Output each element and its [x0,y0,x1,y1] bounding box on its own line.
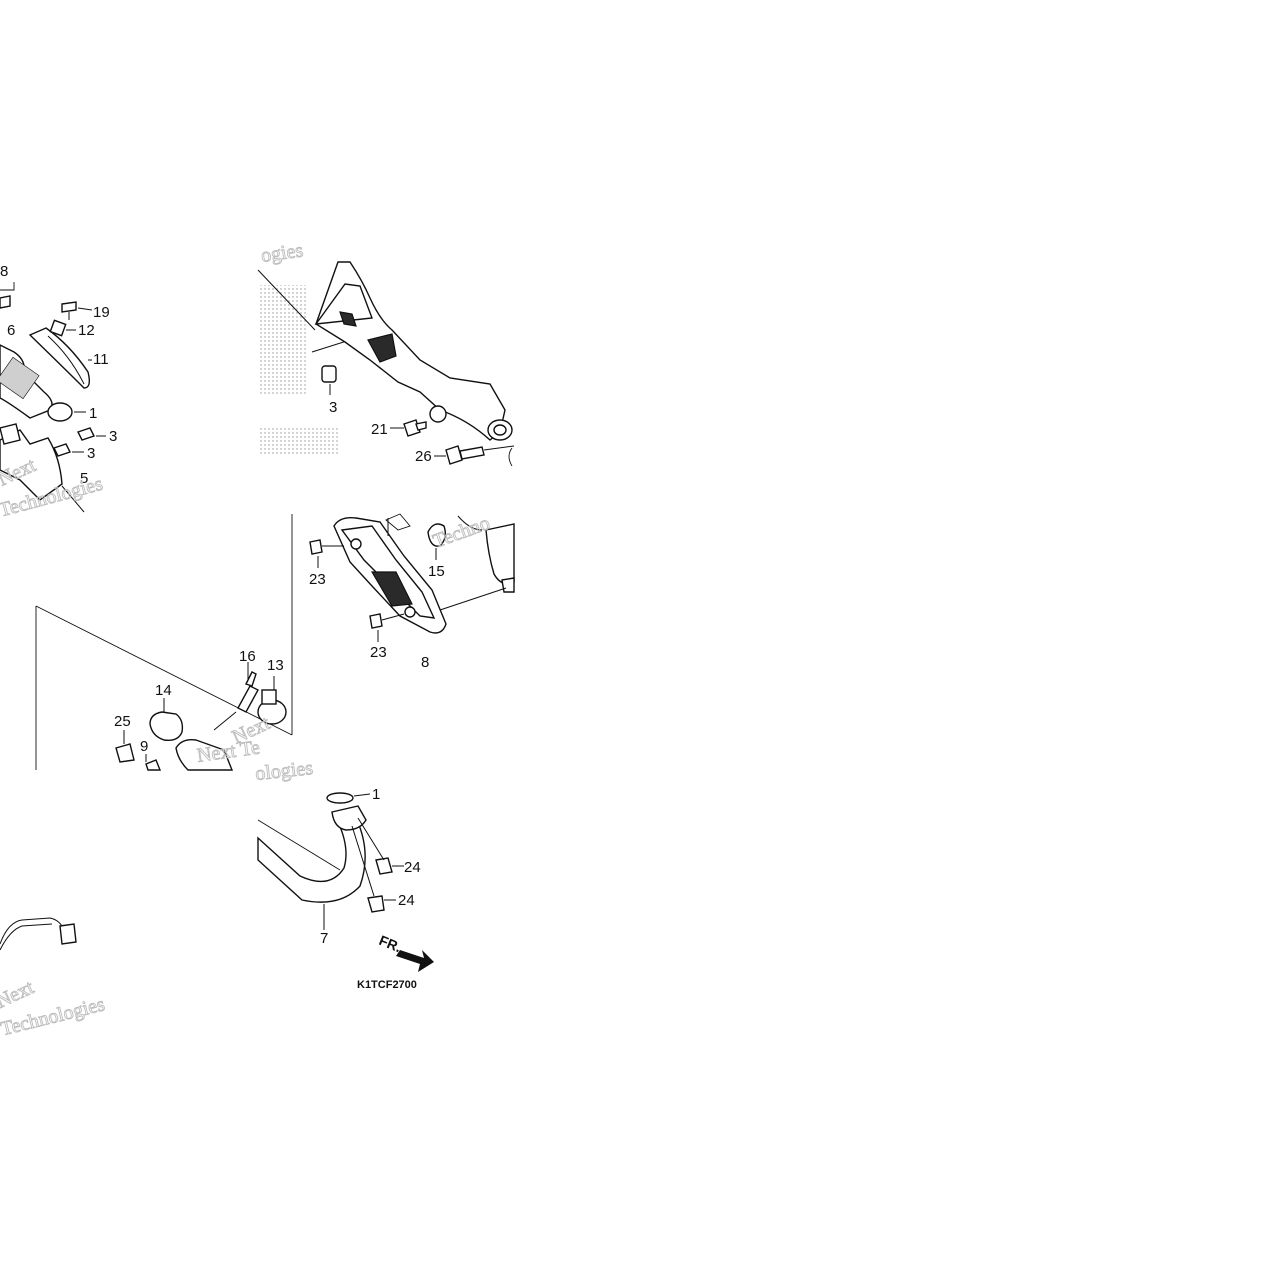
callout-24-a: 24 [404,859,421,876]
callout-19: 19 [93,304,110,321]
callout-26: 26 [415,448,432,465]
collar-14 [149,711,184,742]
panel-muffler [257,261,515,467]
watermark-text: ogies [260,239,305,267]
bracket-5 [0,429,63,501]
joint-pipe-9 [175,738,234,771]
front-marker: FR. [377,932,404,955]
pipe-flange [331,805,367,831]
callout-6: 6 [7,322,15,339]
callout-1-lower: 1 [372,786,380,803]
callout-16: 16 [239,648,256,665]
screw-23-a [309,539,323,555]
callout-8-partial: 8 [0,263,8,280]
screw-23-b [369,613,383,629]
screw-19 [61,301,77,313]
callout-24-b: 24 [398,892,415,909]
callout-8: 8 [421,654,429,671]
bush-3 [321,365,337,383]
panel-exhaust-pipe [257,792,434,972]
callout-3-c: 3 [329,399,337,416]
clip-3-b [53,443,71,457]
gasket-1-upper [47,402,73,422]
callout-12: 12 [78,322,95,339]
callout-23-b: 23 [370,644,387,661]
harness-wire [0,917,65,945]
callout-23-a: 23 [309,571,326,588]
heat-shield-logo [370,571,413,607]
watermark-text: Next [0,976,38,1013]
callout-13: 13 [267,657,284,674]
mount-boss [429,405,447,423]
exhaust-pipe-7 [257,817,366,903]
bracket-left-clamp [0,423,21,445]
callout-15: 15 [428,563,445,580]
callout-14: 14 [155,682,172,699]
nut-24-b [367,895,385,913]
callout-7: 7 [320,930,328,947]
panel-top-left [0,282,106,513]
diagram-code: K1TCF2700 [357,979,417,991]
callout-3-a: 3 [109,428,117,445]
band-15 [427,523,447,547]
watermark-text: Techno [430,512,493,553]
callout-1-upper: 1 [89,405,97,422]
callout-3-b: 3 [87,445,95,462]
heat-guard-11 [28,327,91,389]
panel-harness [0,917,77,951]
bolt-26 [445,445,463,465]
panel-joint [115,662,287,771]
callout-21: 21 [371,421,388,438]
nut-24-a [375,857,393,875]
muffler-window [339,311,357,327]
bolt-bracket-top [0,295,11,309]
watermark-text: ologies [254,757,314,785]
harness-connector [59,923,77,945]
nut-12 [49,319,67,337]
clip-3-a [77,427,95,441]
clip-25 [115,743,135,763]
callout-11: 11 [93,351,109,368]
gasket-1-lower [326,792,354,804]
callout-25: 25 [114,713,131,730]
panel-heat-shield [35,513,515,770]
sensor-16 [237,685,259,713]
grip-pattern [0,356,40,400]
callout-5: 5 [80,470,88,487]
callout-9: 9 [140,738,148,755]
front-arrow [396,950,434,972]
